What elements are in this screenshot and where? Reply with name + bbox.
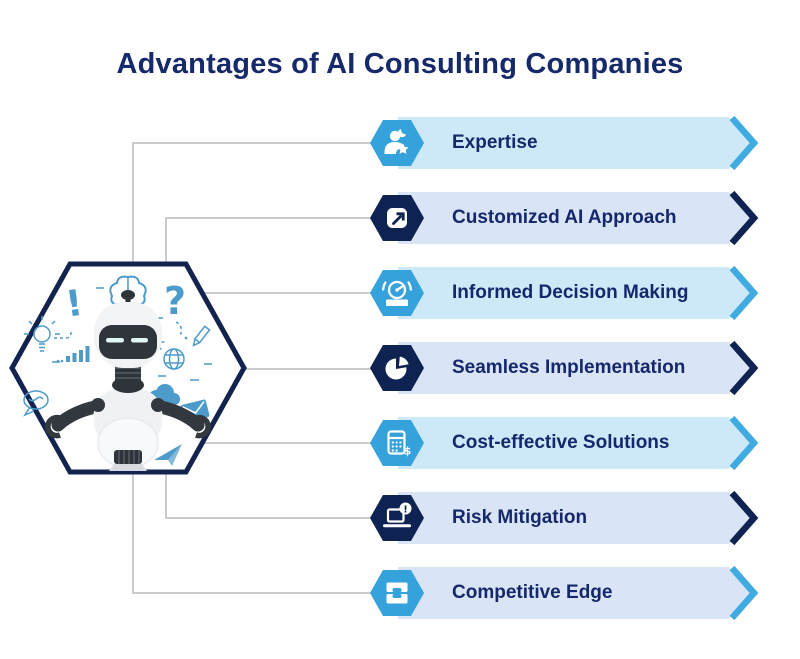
drawer-icon: [370, 570, 424, 616]
laptop-alert-icon: !: [370, 495, 424, 541]
pencil-icon: [192, 325, 211, 347]
chevron-right-icon: [729, 565, 759, 621]
calculator-icon: $: [370, 420, 424, 466]
banner-label: Seamless Implementation: [452, 357, 686, 378]
banner-cost-effective-solutions: $ Cost-effective Solutions: [370, 415, 772, 471]
doodle-dashes: [52, 287, 212, 381]
svg-text:$: $: [404, 445, 412, 458]
speech-bubble-icon: [23, 390, 49, 417]
banner-label: Competitive Edge: [452, 582, 613, 603]
banner-band: [398, 492, 751, 544]
user-star-icon: [370, 120, 424, 166]
robot-illustration: ! ?: [8, 258, 248, 483]
svg-text:!: !: [403, 505, 408, 516]
banner-label: Risk Mitigation: [452, 507, 588, 528]
banner-band: [398, 417, 751, 469]
exclamation-mark-icon: !: [63, 283, 85, 326]
banner-label: Cost-effective Solutions: [452, 432, 670, 453]
banner-informed-decision-making: Informed Decision Making: [370, 265, 772, 321]
banner-competitive-edge: Competitive Edge: [370, 565, 772, 621]
svg-text:!: !: [63, 283, 85, 326]
chevron-right-icon: [729, 115, 759, 171]
pie-chart-icon: [370, 345, 424, 391]
question-mark-icon: ?: [164, 279, 186, 323]
banner-label: Customized AI Approach: [452, 207, 677, 228]
banner-label: Expertise: [452, 132, 538, 153]
page-title: Advantages of AI Consulting Companies: [116, 48, 684, 80]
lightbulb-icon: [24, 316, 60, 352]
chevron-right-icon: [729, 490, 759, 546]
chevron-right-icon: [729, 265, 759, 321]
robot-figure: [45, 290, 211, 471]
chevron-right-icon: [729, 340, 759, 396]
paper-plane-icon: [154, 444, 182, 466]
arrow-square-icon: [370, 195, 424, 241]
svg-text:?: ?: [164, 279, 186, 323]
banner-risk-mitigation: ! Risk Mitigation: [370, 490, 772, 546]
banner-seamless-implementation: Seamless Implementation: [370, 340, 772, 396]
chevron-right-icon: [729, 190, 759, 246]
banner-customized-ai-approach: Customized AI Approach: [370, 190, 772, 246]
banner-band: [398, 117, 751, 169]
banner-band: [398, 342, 751, 394]
chevron-right-icon: [729, 415, 759, 471]
banner-band: [398, 267, 751, 319]
banner-label: Informed Decision Making: [452, 282, 689, 303]
banner-expertise: Expertise: [370, 115, 772, 171]
banner-band: [398, 567, 751, 619]
gauge-icon: [370, 270, 424, 316]
banner-band: [398, 192, 751, 244]
globe-icon: [163, 348, 185, 370]
